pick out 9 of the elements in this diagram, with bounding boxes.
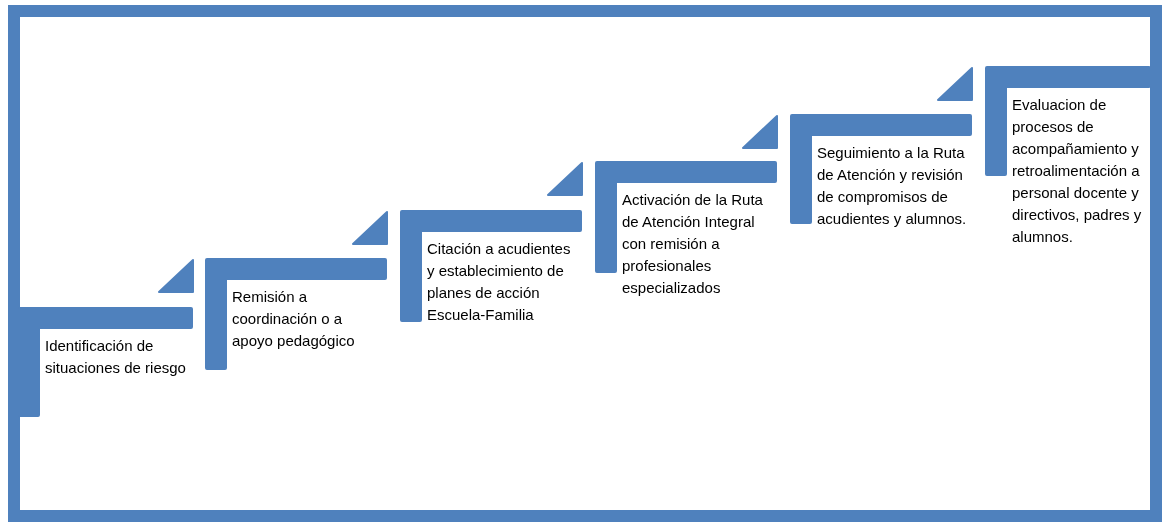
step-text: Citación a acudientes y establecimiento de planes de acción Escuela-Familia (427, 239, 572, 325)
step-text: Activación de la Ruta de Atención Integral con remisión a profesionales especializados (622, 190, 764, 298)
step-shape (205, 258, 387, 370)
step-text: Evaluacion de procesos de acompañamiento y retroalimentación a personal docente y directivos, padres y alumnos. (1012, 95, 1143, 247)
step-shape (18, 307, 193, 417)
step-shape (400, 210, 582, 322)
step-text: Seguimiento a la Ruta de Atención y revisión de compromisos de acudientes y alumnos. (817, 143, 968, 229)
step-text: Remisión a coordinación o a apoyo pedagógico (232, 287, 356, 351)
step-text: Identificación de situaciones de riesgo (45, 336, 187, 378)
